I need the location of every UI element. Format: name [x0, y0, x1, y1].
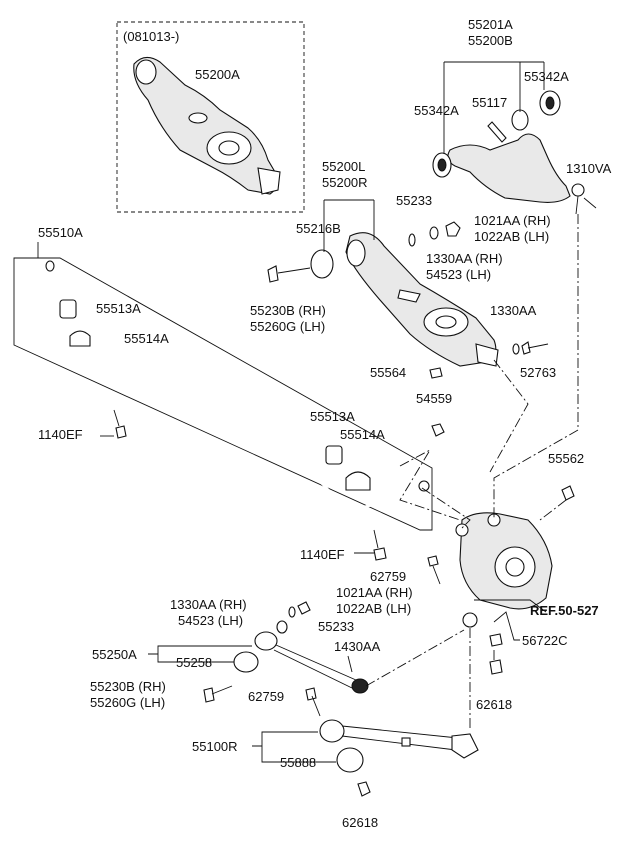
label-1021AA-upper: 1021AA (RH): [474, 213, 551, 228]
label-62618-upper: 62618: [476, 697, 513, 712]
label-55260G-lower: 55260G (LH): [90, 695, 166, 710]
label-55564: 55564: [370, 365, 407, 380]
label-1330AA-upper: 1330AA (RH): [426, 251, 503, 266]
label-55514A-left: 55514A: [124, 331, 169, 346]
label-54523-lower: 54523 (LH): [178, 613, 244, 628]
variant-box: [116, 21, 305, 213]
label-1022AB-upper: 1022AB (LH): [474, 229, 550, 244]
bracket-55514A-part: [69, 330, 91, 347]
stabilizer-box: [13, 257, 433, 531]
nut-55564-part: [429, 367, 443, 379]
nut-62618-part: [489, 659, 503, 675]
bushing-55216B-part: [310, 249, 334, 279]
nut-1021AA-part: [445, 221, 461, 237]
nut-54559-part: [431, 423, 445, 437]
lower-arm-55200L-part: [345, 232, 499, 367]
label-55201A: 55201A: [468, 17, 513, 32]
label-56722C: 56722C: [522, 633, 568, 648]
label-55100R: 55100R: [192, 739, 238, 754]
label-1330AA-lower: 1330AA (RH): [170, 597, 247, 612]
bolt-55230B-part: [267, 265, 311, 283]
label-1140EF-lower: 1140EF: [300, 547, 345, 562]
lower-arm-55200A-part: [133, 56, 281, 195]
label-55200A: 55200A: [195, 67, 240, 82]
label-55888: 55888: [280, 755, 317, 770]
arm-55100R-part: [319, 719, 479, 773]
bushing-55513A-part: [59, 299, 77, 319]
label-55233-lower: 55233: [318, 619, 355, 634]
arm-55250A-part: [233, 631, 369, 694]
label-55233-upper: 55233: [396, 193, 433, 208]
label-55514A-right: 55514A: [340, 427, 385, 442]
label-55200B: 55200B: [468, 33, 513, 48]
label-55230B-upper: 55230B (RH): [250, 303, 326, 318]
label-55200R: 55200R: [322, 175, 368, 190]
label-55200L: 55200L: [322, 159, 366, 174]
label-55258: 55258: [176, 655, 213, 670]
label-55250A: 55250A: [92, 647, 137, 662]
washer-55233-part: [408, 233, 416, 247]
knuckle-part: [455, 512, 553, 628]
stabilizer-bar-part: [42, 260, 430, 514]
label-55260G-upper: 55260G (LH): [250, 319, 326, 334]
label-54523-upper: 54523 (LH): [426, 267, 492, 282]
label-55510A: 55510A: [38, 225, 83, 240]
label-62759-lower: 62759: [248, 689, 285, 704]
label-1330AA-right: 1330AA: [490, 303, 537, 318]
label-1022AB-lower: 1022AB (LH): [336, 601, 412, 616]
label-55562: 55562: [548, 451, 585, 466]
label-1430AA: 1430AA: [334, 639, 381, 654]
label-62618-lower: 62618: [342, 815, 379, 830]
label-1021AA-lower: 1021AA (RH): [336, 585, 413, 600]
label-55117: 55117: [472, 95, 508, 110]
washer-1330AA-part: [429, 226, 439, 240]
label-55342A-left: 55342A: [414, 103, 459, 118]
variant-note: (081013-): [123, 29, 180, 44]
label-55230B-lower: 55230B (RH): [90, 679, 166, 694]
washer-56722C-part: [489, 633, 503, 647]
label-1310VA: 1310VA: [566, 161, 612, 176]
label-54559: 54559: [416, 391, 453, 406]
label-55216B: 55216B: [296, 221, 341, 236]
label-52763: 52763: [520, 365, 557, 380]
label-55342A-right: 55342A: [524, 69, 569, 84]
label-1140EF-upper: 1140EF: [38, 427, 83, 442]
label-62759-upper: 62759: [370, 569, 407, 584]
upper-arm-55201A-part: [432, 90, 597, 215]
ref-label-50-527: REF.50-527: [530, 603, 599, 618]
label-55513A-right: 55513A: [310, 409, 355, 424]
nut-55562-part: [561, 485, 575, 501]
label-55513A-left: 55513A: [96, 301, 141, 316]
